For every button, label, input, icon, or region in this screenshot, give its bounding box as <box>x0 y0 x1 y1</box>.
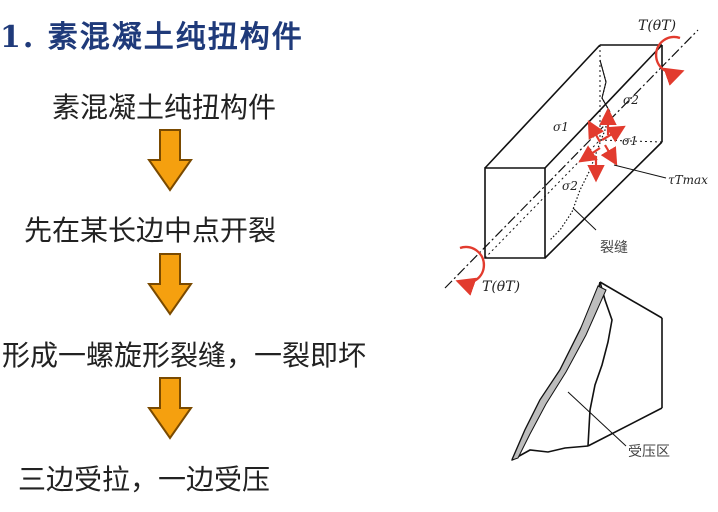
step-2-text: 先在某长边中点开裂 <box>24 214 277 247</box>
torque-label-top: T(θT) <box>638 18 676 34</box>
sigma1-right-label: σ1 <box>622 134 638 148</box>
step-3-text: 形成一螺旋形裂缝，一裂即坏 <box>2 339 367 372</box>
down-arrow-icon <box>147 129 193 192</box>
sigma1-left-label: σ1 <box>553 120 569 134</box>
crack-label: 裂缝 <box>600 240 628 256</box>
step-1-text: 素混凝土纯扭构件 <box>52 91 277 124</box>
torque-arrow-bottom <box>455 245 486 296</box>
sigma2-top-label: σ2 <box>623 93 639 107</box>
torsion-member-diagram: T(θT) T(θT) σ2 σ1 σ1 σ2 τTmax 裂缝 受压区 <box>444 18 708 461</box>
section-heading: 1. 素混凝土纯扭构件 <box>0 20 304 55</box>
compression-zone-label: 受压区 <box>628 444 670 460</box>
step-4-text: 三边受拉，一边受压 <box>18 463 271 496</box>
beam-axis <box>444 29 699 289</box>
tau-max-label: τTmax <box>668 173 708 187</box>
compression-zone-figure <box>511 281 663 461</box>
down-arrow-icon <box>147 377 193 440</box>
compression-band <box>511 285 607 461</box>
sigma2-bottom-label: σ2 <box>562 179 578 193</box>
down-arrow-icon <box>147 253 193 316</box>
torque-label-bottom: T(θT) <box>482 279 520 295</box>
beam-box <box>484 44 663 259</box>
torque-arrow-top <box>654 35 685 86</box>
stress-arrows <box>578 107 626 183</box>
